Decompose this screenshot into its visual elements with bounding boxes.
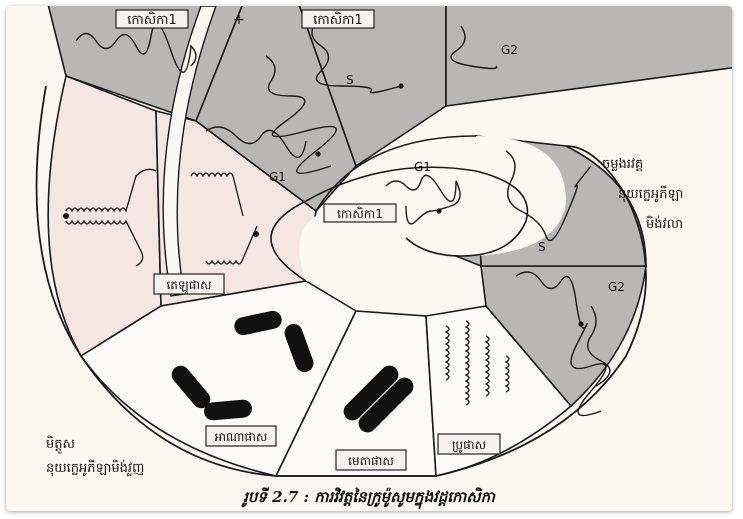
chromatin-g1-inner [385,174,461,225]
coil-telophase-left-lower [65,219,144,267]
centromere-dot [398,83,404,89]
note-coil-line2: នុយក្លេអូភីឡាមិង់វួញ [46,459,144,477]
cell-cycle-diagram: កោសិកា1 + កោសិកា1 G1 S G2 G1 S G2 កោសិកា… [35,6,732,509]
note-replicate-line3: មិង់វលា [646,215,683,232]
chromatin-s-outer [311,20,402,94]
centromere-dot [436,208,442,214]
spiral-outer-arc [35,85,647,477]
phase-g1-inner: G1 [414,160,431,174]
spiral-tail [299,136,566,284]
centromere-dot [315,151,321,157]
chromatin-top-left [75,23,197,73]
label-box-cell-center [323,203,397,223]
note-coil-line1: មិត្តូស [46,435,75,454]
sector-outer-g1 [195,6,357,213]
top-label-left: កោសិកា1 [127,11,177,28]
phase-g1-outer: G1 [269,170,286,184]
spiral-inner-curve [315,135,477,212]
note-replicate-line1: ចម្លងរវគ្គ [602,157,643,172]
figure-caption: រូបទី 2.7 : ការវិវត្តនៃក្រូម៉ូសូមក្នុងវដ… [241,487,496,509]
label-box-top-left [115,9,189,29]
centromere-dot [253,231,259,237]
label-box-metaphase [335,449,407,471]
label-box-telophase [153,273,225,295]
label-box-prophase [437,433,501,455]
chromosome-anaphase [204,399,252,421]
phase-prophase: ប្រូផាស [452,438,486,453]
phase-cell-center: កោសិកា1 [337,206,383,221]
label-box-anaphase [205,425,277,447]
chromosome-anaphase [284,323,314,373]
chromatin-g1-outer [265,55,337,174]
centromere-dot [63,213,69,219]
chromatin-g2-inner-2 [587,305,611,387]
phase-g2-inner: G2 [608,280,625,294]
coil-telophase-right-lower [205,225,258,265]
chromosome-anaphase [171,365,211,409]
centromere-dot [578,321,584,327]
chromosome-anaphase [234,310,282,336]
top-label-plus: + [233,12,245,28]
sector-outer-g2 [445,6,732,107]
figure-frame: កោសិកា1 + កោសិកា1 G1 S G2 G1 S G2 កោសិកា… [6,6,732,511]
coil-prophase [444,325,450,381]
chromatin-g1-outer-2 [205,126,307,158]
phase-s-outer: S [346,73,354,87]
chromosome-metaphase [358,377,414,433]
coil-prophase [464,320,470,406]
spiral-tail-curve [270,166,529,282]
top-label-right: កោសិកា1 [313,11,363,28]
coil-prophase [504,355,510,393]
phase-g2-outer: G2 [501,43,518,57]
note-replicate-line2: នុយក្លេអូភីឡា [618,185,683,203]
coil-prophase [484,335,490,397]
phase-anaphase: អាណាផាស [215,430,268,444]
chromatin-s-inner [505,150,592,242]
phase-telophase: តេឡូផាស [166,278,211,295]
label-box-top-right [301,9,375,29]
coil-telophase-left-upper [65,168,157,213]
chromatin-g2-inner [515,271,607,417]
chromosome-metaphase [343,365,399,421]
chromatin-g2-outer [450,25,498,70]
phase-s-inner: S [538,240,546,254]
phase-metaphase: មេតាផាស [348,454,394,468]
coil-telophase-right-upper [190,172,244,217]
